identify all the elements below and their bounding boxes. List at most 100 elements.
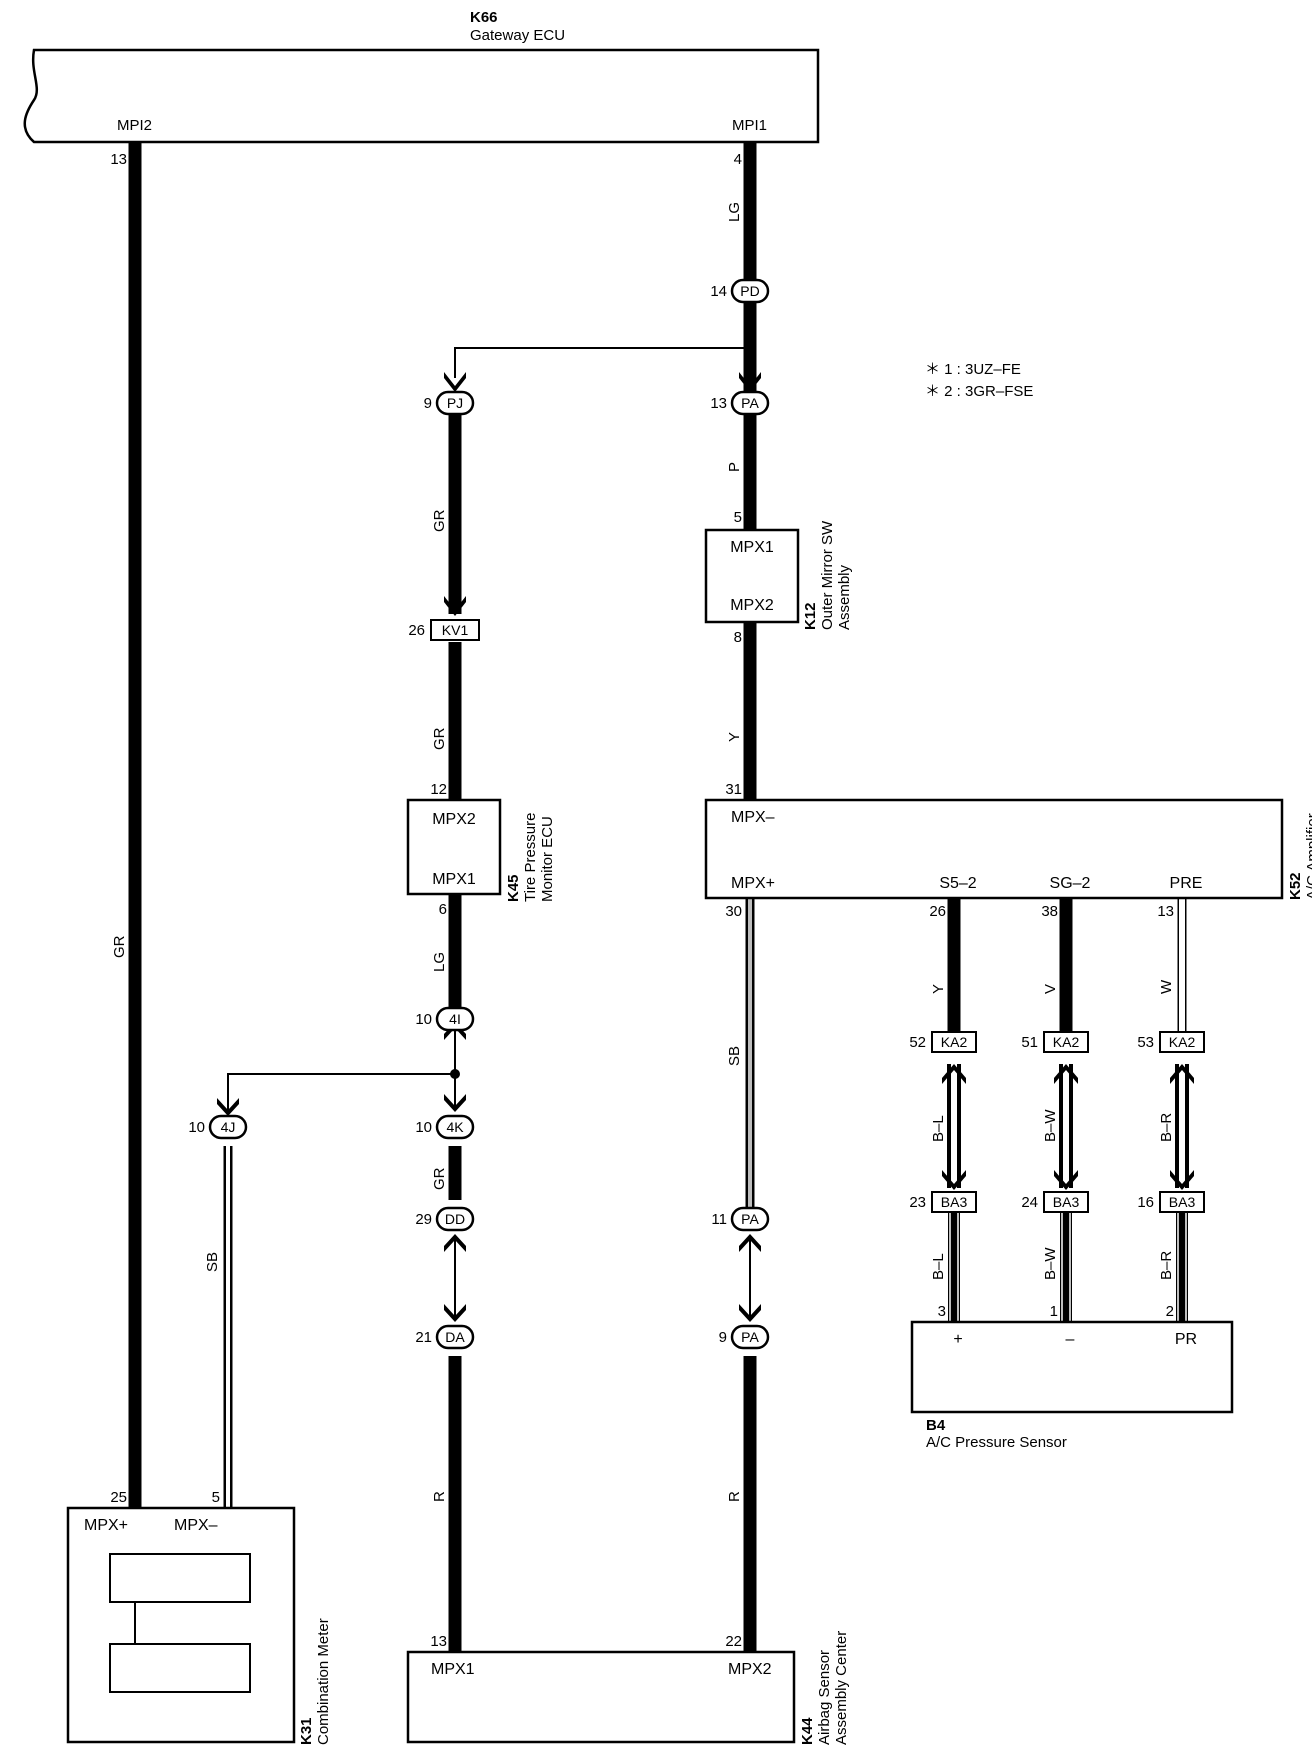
outer-mirror-sw: MPX1 MPX2 K12 Outer Mirror SW Assembly xyxy=(704,520,853,630)
svg-text:Assembly Center: Assembly Center xyxy=(833,1631,850,1745)
svg-text:PA: PA xyxy=(741,395,759,411)
svg-text:PJ: PJ xyxy=(447,395,463,411)
svg-text:PD: PD xyxy=(740,283,759,299)
arrow-pa13 xyxy=(739,372,761,392)
svg-text:Y: Y xyxy=(930,984,947,994)
svg-text:26: 26 xyxy=(408,622,425,639)
svg-text:B–W: B–W xyxy=(1042,1247,1059,1280)
svg-text:V: V xyxy=(1042,984,1059,994)
svg-text:R: R xyxy=(431,1491,448,1502)
arrow-ka2-53 xyxy=(1170,1064,1194,1084)
gateway-id: K66 xyxy=(470,9,498,26)
svg-text:B4: B4 xyxy=(926,1417,946,1434)
svg-text:MPX2: MPX2 xyxy=(728,1661,772,1678)
svg-text:GR: GR xyxy=(431,1167,448,1190)
wires xyxy=(128,142,1189,1652)
svg-text:–: – xyxy=(1066,1331,1075,1348)
connector-pa13: PA 13 xyxy=(710,390,770,416)
svg-text:21: 21 xyxy=(415,1329,432,1346)
svg-text:B–L: B–L xyxy=(930,1115,947,1142)
connector-ba3-16: BA3 16 xyxy=(1137,1191,1205,1213)
arrow-4k-down xyxy=(444,1094,466,1112)
connector-pa11: PA 11 xyxy=(711,1206,770,1232)
connector-ba3-24: BA3 24 xyxy=(1021,1191,1089,1213)
pin-numbers: 13 4 5 8 12 6 31 30 26 38 13 25 5 13 22 … xyxy=(110,151,1174,1650)
svg-text:KV1: KV1 xyxy=(442,622,469,638)
arrow-pj xyxy=(444,372,466,392)
connector-ba3-23: BA3 23 xyxy=(909,1191,977,1213)
connector-ka2-52: KA2 52 xyxy=(909,1031,977,1053)
note-1: ＊ 1 : 3UZ–FE xyxy=(925,361,1021,378)
connector-pa9: PA 9 xyxy=(719,1324,770,1350)
gateway-pin-mpi2: MPI2 xyxy=(117,117,152,134)
svg-text:+: + xyxy=(953,1331,962,1348)
connector-ka2-51: KA2 51 xyxy=(1021,1031,1089,1053)
svg-text:K44: K44 xyxy=(799,1717,816,1745)
svg-text:MPX+: MPX+ xyxy=(731,875,775,892)
svg-text:MPX–: MPX– xyxy=(731,809,775,826)
svg-text:PR: PR xyxy=(1175,1331,1197,1348)
svg-text:22: 22 xyxy=(725,1633,742,1650)
svg-text:9: 9 xyxy=(719,1329,727,1346)
svg-text:51: 51 xyxy=(1021,1034,1038,1051)
svg-text:8: 8 xyxy=(734,629,742,646)
svg-text:SB: SB xyxy=(726,1046,743,1066)
splice-point-top xyxy=(745,343,755,353)
airbag-sensor-assembly: MPX1 MPX2 K44 Airbag Sensor Assembly Cen… xyxy=(406,1631,850,1745)
wire-bl-link xyxy=(947,1064,961,1188)
svg-text:25: 25 xyxy=(110,1489,127,1506)
ac-pressure-sensor: + – PR B4 A/C Pressure Sensor xyxy=(910,1320,1234,1451)
svg-text:S5–2: S5–2 xyxy=(939,875,976,892)
arrow-dd-up xyxy=(444,1234,466,1252)
svg-text:Tire Pressure: Tire Pressure xyxy=(522,813,539,902)
svg-text:5: 5 xyxy=(734,509,742,526)
arrow-ka2-52 xyxy=(942,1064,966,1084)
connector-4j: 4J 10 xyxy=(188,1114,248,1140)
wire-bl-sensor xyxy=(948,1212,960,1322)
svg-text:52: 52 xyxy=(909,1034,926,1051)
wire-bw-sensor xyxy=(1060,1212,1072,1322)
svg-text:GR: GR xyxy=(431,727,448,750)
svg-text:13: 13 xyxy=(110,151,127,168)
arrow-ba3-23 xyxy=(942,1170,966,1190)
svg-text:BA3: BA3 xyxy=(1053,1194,1080,1210)
svg-text:14: 14 xyxy=(710,283,727,300)
arrow-4j xyxy=(217,1098,239,1116)
svg-text:MPX1: MPX1 xyxy=(431,1661,475,1678)
svg-text:Monitor ECU: Monitor ECU xyxy=(539,816,556,902)
svg-text:4I: 4I xyxy=(449,1011,461,1027)
svg-text:MPX+: MPX+ xyxy=(84,1517,128,1534)
svg-text:DD: DD xyxy=(445,1211,465,1227)
svg-text:16: 16 xyxy=(1137,1194,1154,1211)
svg-text:Y: Y xyxy=(726,732,743,742)
svg-text:10: 10 xyxy=(415,1011,432,1028)
svg-text:13: 13 xyxy=(1157,903,1174,920)
svg-text:MPX2: MPX2 xyxy=(730,597,774,614)
arrow-kv1 xyxy=(444,596,466,616)
svg-text:GR: GR xyxy=(431,509,448,532)
svg-text:3: 3 xyxy=(938,1303,946,1320)
svg-text:30: 30 xyxy=(725,903,742,920)
wire-bw-link xyxy=(1059,1064,1073,1188)
svg-text:PRE: PRE xyxy=(1170,875,1203,892)
wire-br-sensor xyxy=(1176,1212,1188,1322)
svg-text:BA3: BA3 xyxy=(941,1194,968,1210)
note-2: ＊ 2 : 3GR–FSE xyxy=(925,383,1033,400)
meter-display-upper xyxy=(109,1553,251,1603)
wire-br-link xyxy=(1175,1064,1189,1188)
arrow-pa9-down xyxy=(739,1304,761,1322)
svg-text:4K: 4K xyxy=(446,1119,464,1135)
svg-text:12: 12 xyxy=(430,781,447,798)
svg-text:10: 10 xyxy=(415,1119,432,1136)
svg-text:10: 10 xyxy=(188,1119,205,1136)
ac-amplifier: MPX– MPX+ S5–2 SG–2 PRE K52 A/C Amplifie… xyxy=(704,798,1312,900)
connector-kv1: KV1 26 xyxy=(408,619,480,641)
svg-text:KA2: KA2 xyxy=(1053,1034,1080,1050)
svg-text:B–W: B–W xyxy=(1042,1109,1059,1142)
svg-text:38: 38 xyxy=(1041,903,1058,920)
svg-text:K52: K52 xyxy=(1287,872,1304,900)
connector-dd29: DD 29 xyxy=(415,1206,475,1232)
gateway-pin-mpi1: MPI1 xyxy=(732,117,767,134)
svg-text:BA3: BA3 xyxy=(1169,1194,1196,1210)
svg-text:Assembly: Assembly xyxy=(836,564,853,630)
